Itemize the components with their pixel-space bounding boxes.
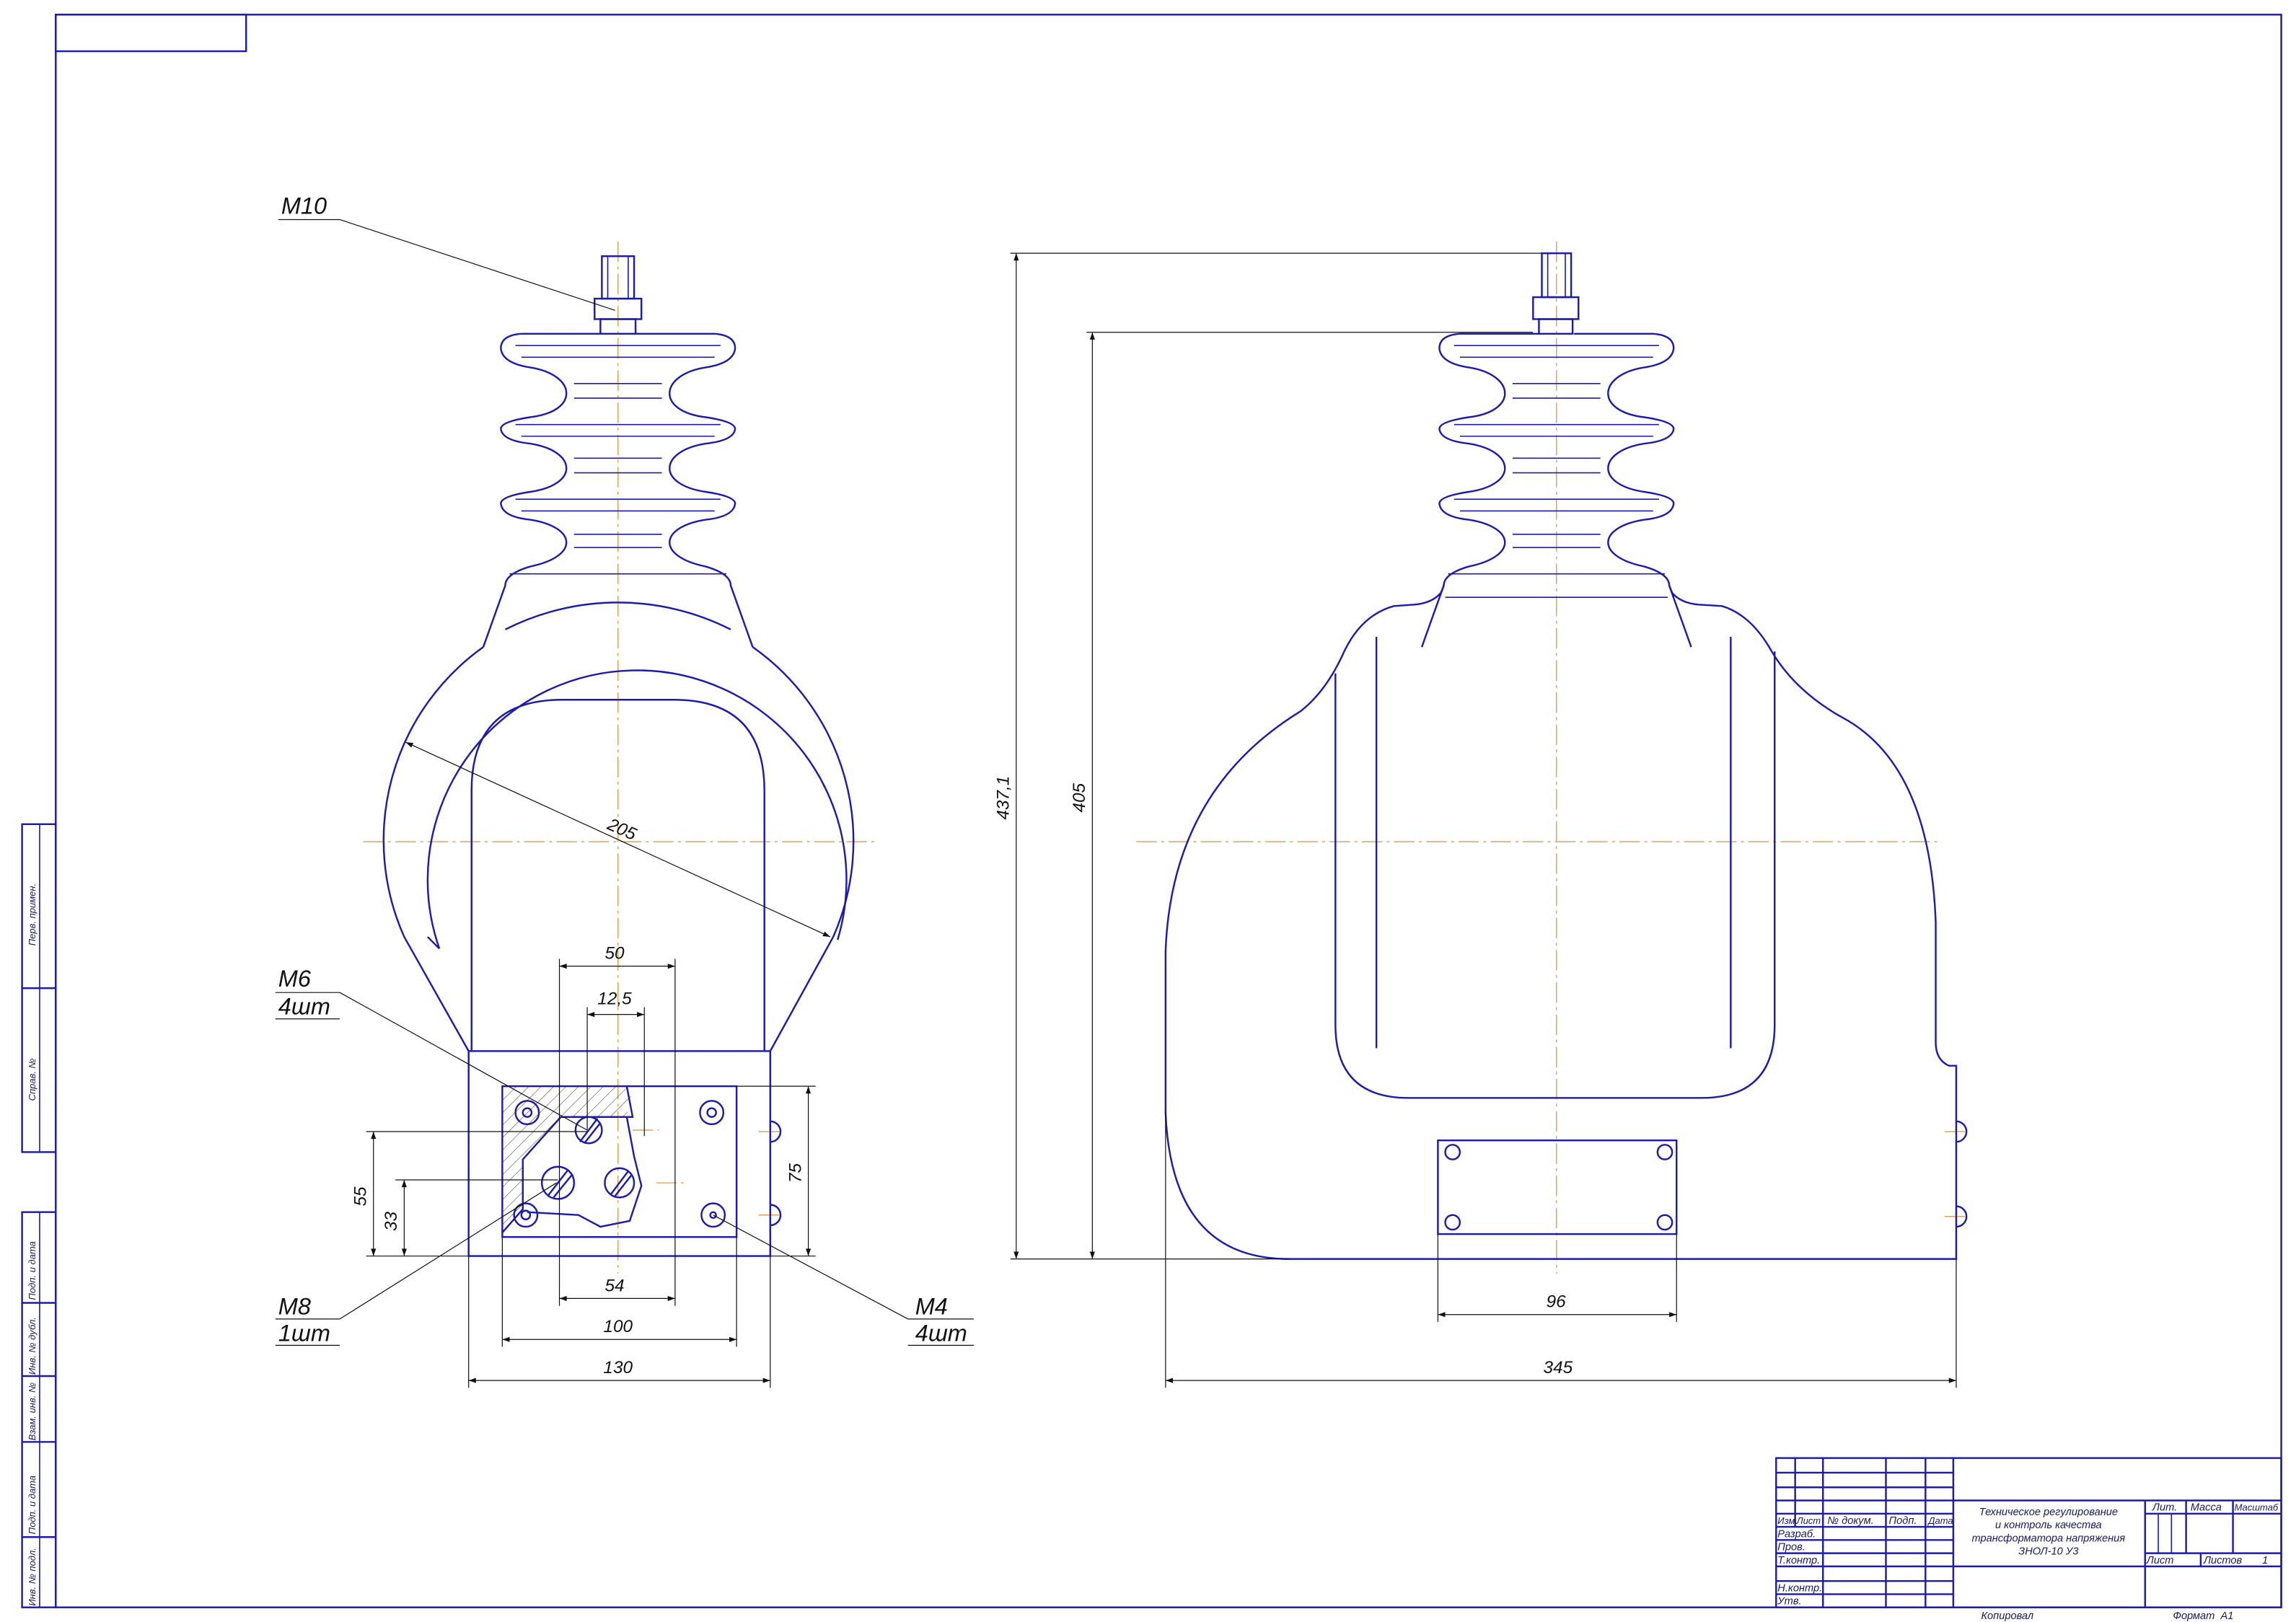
side-label-inv-dubl: Инв. № дубл. (27, 1317, 38, 1375)
sheets-count: 1 (2262, 1555, 2268, 1566)
side-label-inv-podl: Инв. № подл. (27, 1548, 38, 1606)
col-list: Лист (1796, 1515, 1821, 1526)
drawing-title-line-2: и контроль качества (1995, 1520, 2102, 1531)
drawing-title-line-4: ЗНОЛ-10 У3 (2018, 1546, 2078, 1558)
row-utv: Утв. (1777, 1596, 1801, 1608)
centerlines-side (1136, 241, 1969, 1274)
row-nkontr: Н.контр. (1777, 1582, 1822, 1594)
callout-m8: M8 (278, 1294, 311, 1320)
side-label-podp-data-1: Подп. и дата (27, 1241, 38, 1300)
col-izm: Изм. (1777, 1515, 1798, 1526)
base (467, 1050, 782, 1257)
col-podp: Подп. (1889, 1515, 1917, 1527)
callouts: M10 M6 4шт M8 1шт M4 4шт (275, 193, 974, 1346)
drawing-title-line-3: трансформатора напряжения (1972, 1533, 2126, 1544)
callout-m6-qty: 4шт (278, 994, 330, 1020)
front-view: 205 50 12,5 54 100 130 55 33 (275, 193, 974, 1388)
row-tkontr: Т.контр. (1777, 1555, 1820, 1566)
side-label-sprav-no: Справ. № (27, 1058, 38, 1101)
side-label-podp-data-2: Подп. и дата (27, 1476, 38, 1534)
copied-label: Копировал (1981, 1610, 2033, 1622)
dim-437-1: 437,1 (994, 776, 1013, 820)
massa-label: Масса (2191, 1502, 2222, 1514)
col-data: Дата (1927, 1515, 1953, 1526)
row-razrab: Разраб. (1777, 1528, 1816, 1540)
dim-diameter-205: 205 (604, 814, 639, 845)
side-strip: Перв. примен. Справ. № Подп. и дата Инв.… (21, 823, 57, 1608)
dim-96: 96 (1547, 1292, 1567, 1312)
side-dimensions: 437,1 405 96 345 (994, 252, 1957, 1388)
housing-body (1164, 585, 1968, 1260)
terminal-stud (594, 255, 643, 335)
dim-50: 50 (604, 944, 625, 964)
terminal-stud-side (1532, 252, 1580, 335)
insulator (482, 332, 754, 648)
sheet-frame (55, 14, 2282, 1608)
front-dimensions: 205 50 12,5 54 100 130 55 33 (351, 741, 831, 1388)
row-prov: Пров. (1777, 1542, 1805, 1553)
masshtab-label: Масштаб (2235, 1502, 2279, 1513)
side-label-vzam-inv: Взам. инв. № (27, 1383, 38, 1440)
dim-100: 100 (603, 1317, 633, 1336)
dim-75: 75 (786, 1163, 805, 1184)
callout-m10: M10 (281, 193, 327, 219)
dim-55: 55 (351, 1186, 371, 1207)
callout-m4: M4 (915, 1294, 948, 1320)
dim-12-5: 12,5 (597, 989, 632, 1008)
col-dokum: № докум. (1827, 1515, 1873, 1527)
side-label-perv-primen: Перв. примен. (27, 883, 38, 946)
dim-54: 54 (604, 1276, 624, 1295)
dim-33: 33 (382, 1212, 401, 1232)
sheets-label: Листов (2203, 1555, 2243, 1566)
callout-m4-qty: 4шт (915, 1320, 967, 1346)
callout-m8-qty: 1шт (278, 1320, 330, 1346)
title-block: Изм. Лист № докум. Подп. Дата Разраб. Пр… (1775, 1457, 2282, 1622)
dim-345: 345 (1544, 1358, 1573, 1378)
format-label: Формат А1 (2173, 1610, 2233, 1622)
sheet-label: Лист (2146, 1555, 2174, 1566)
callout-m6: M6 (278, 966, 312, 992)
dim-405: 405 (1070, 783, 1089, 812)
lit-label: Лит. (2152, 1502, 2177, 1514)
side-view: 437,1 405 96 345 (994, 241, 1969, 1388)
drawing-title-line-1: Техническое регулирование (1979, 1507, 2118, 1518)
dim-130: 130 (603, 1358, 633, 1378)
insulator-side (1420, 332, 1692, 648)
